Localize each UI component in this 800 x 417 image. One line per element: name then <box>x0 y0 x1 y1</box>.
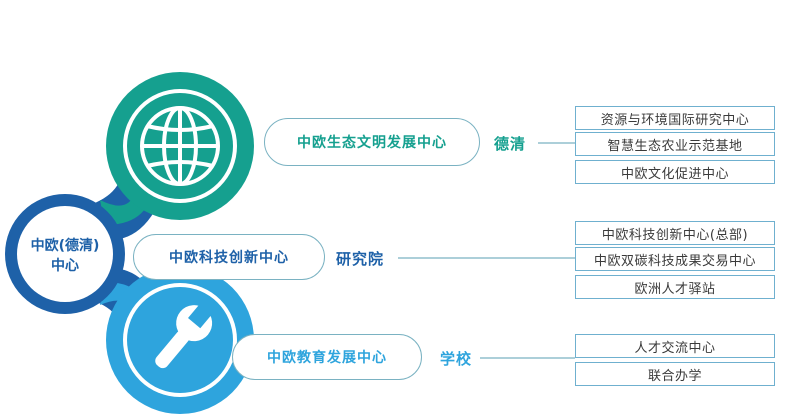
wrench-icon <box>155 301 215 369</box>
center-pill-edu: 中欧教育发展中心 <box>232 334 422 380</box>
hub-label-line2: 中心 <box>51 258 79 274</box>
sub-item-tech-1: 中欧科技创新中心(总部) <box>575 221 775 245</box>
center-pill-eco: 中欧生态文明发展中心 <box>264 118 480 166</box>
center-tag-tech: 研究院 <box>336 250 385 268</box>
center-pill-tech: 中欧科技创新中心 <box>133 234 325 280</box>
sub-item-eco-3: 中欧文化促进中心 <box>575 160 775 184</box>
center-title-tech: 中欧科技创新中心 <box>169 250 289 266</box>
hub-label-line1: 中欧(德清) <box>30 238 100 254</box>
sub-item-edu-1: 人才交流中心 <box>575 334 775 358</box>
sub-item-tech-2: 中欧双碳科技成果交易中心 <box>575 247 775 271</box>
sub-item-eco-1: 资源与环境国际研究中心 <box>575 106 775 130</box>
globe-icon <box>140 106 220 186</box>
sub-item-eco-2: 智慧生态农业示范基地 <box>575 132 775 156</box>
center-tag-edu: 学校 <box>440 350 473 368</box>
sub-item-edu-2: 联合办学 <box>575 362 775 386</box>
sub-item-tech-3: 欧洲人才驿站 <box>575 275 775 299</box>
hub-label: 中欧(德清) 中心 <box>12 236 118 276</box>
center-tag-eco: 德清 <box>494 135 527 153</box>
center-title-edu: 中欧教育发展中心 <box>267 350 387 366</box>
center-title-eco: 中欧生态文明发展中心 <box>297 135 447 151</box>
